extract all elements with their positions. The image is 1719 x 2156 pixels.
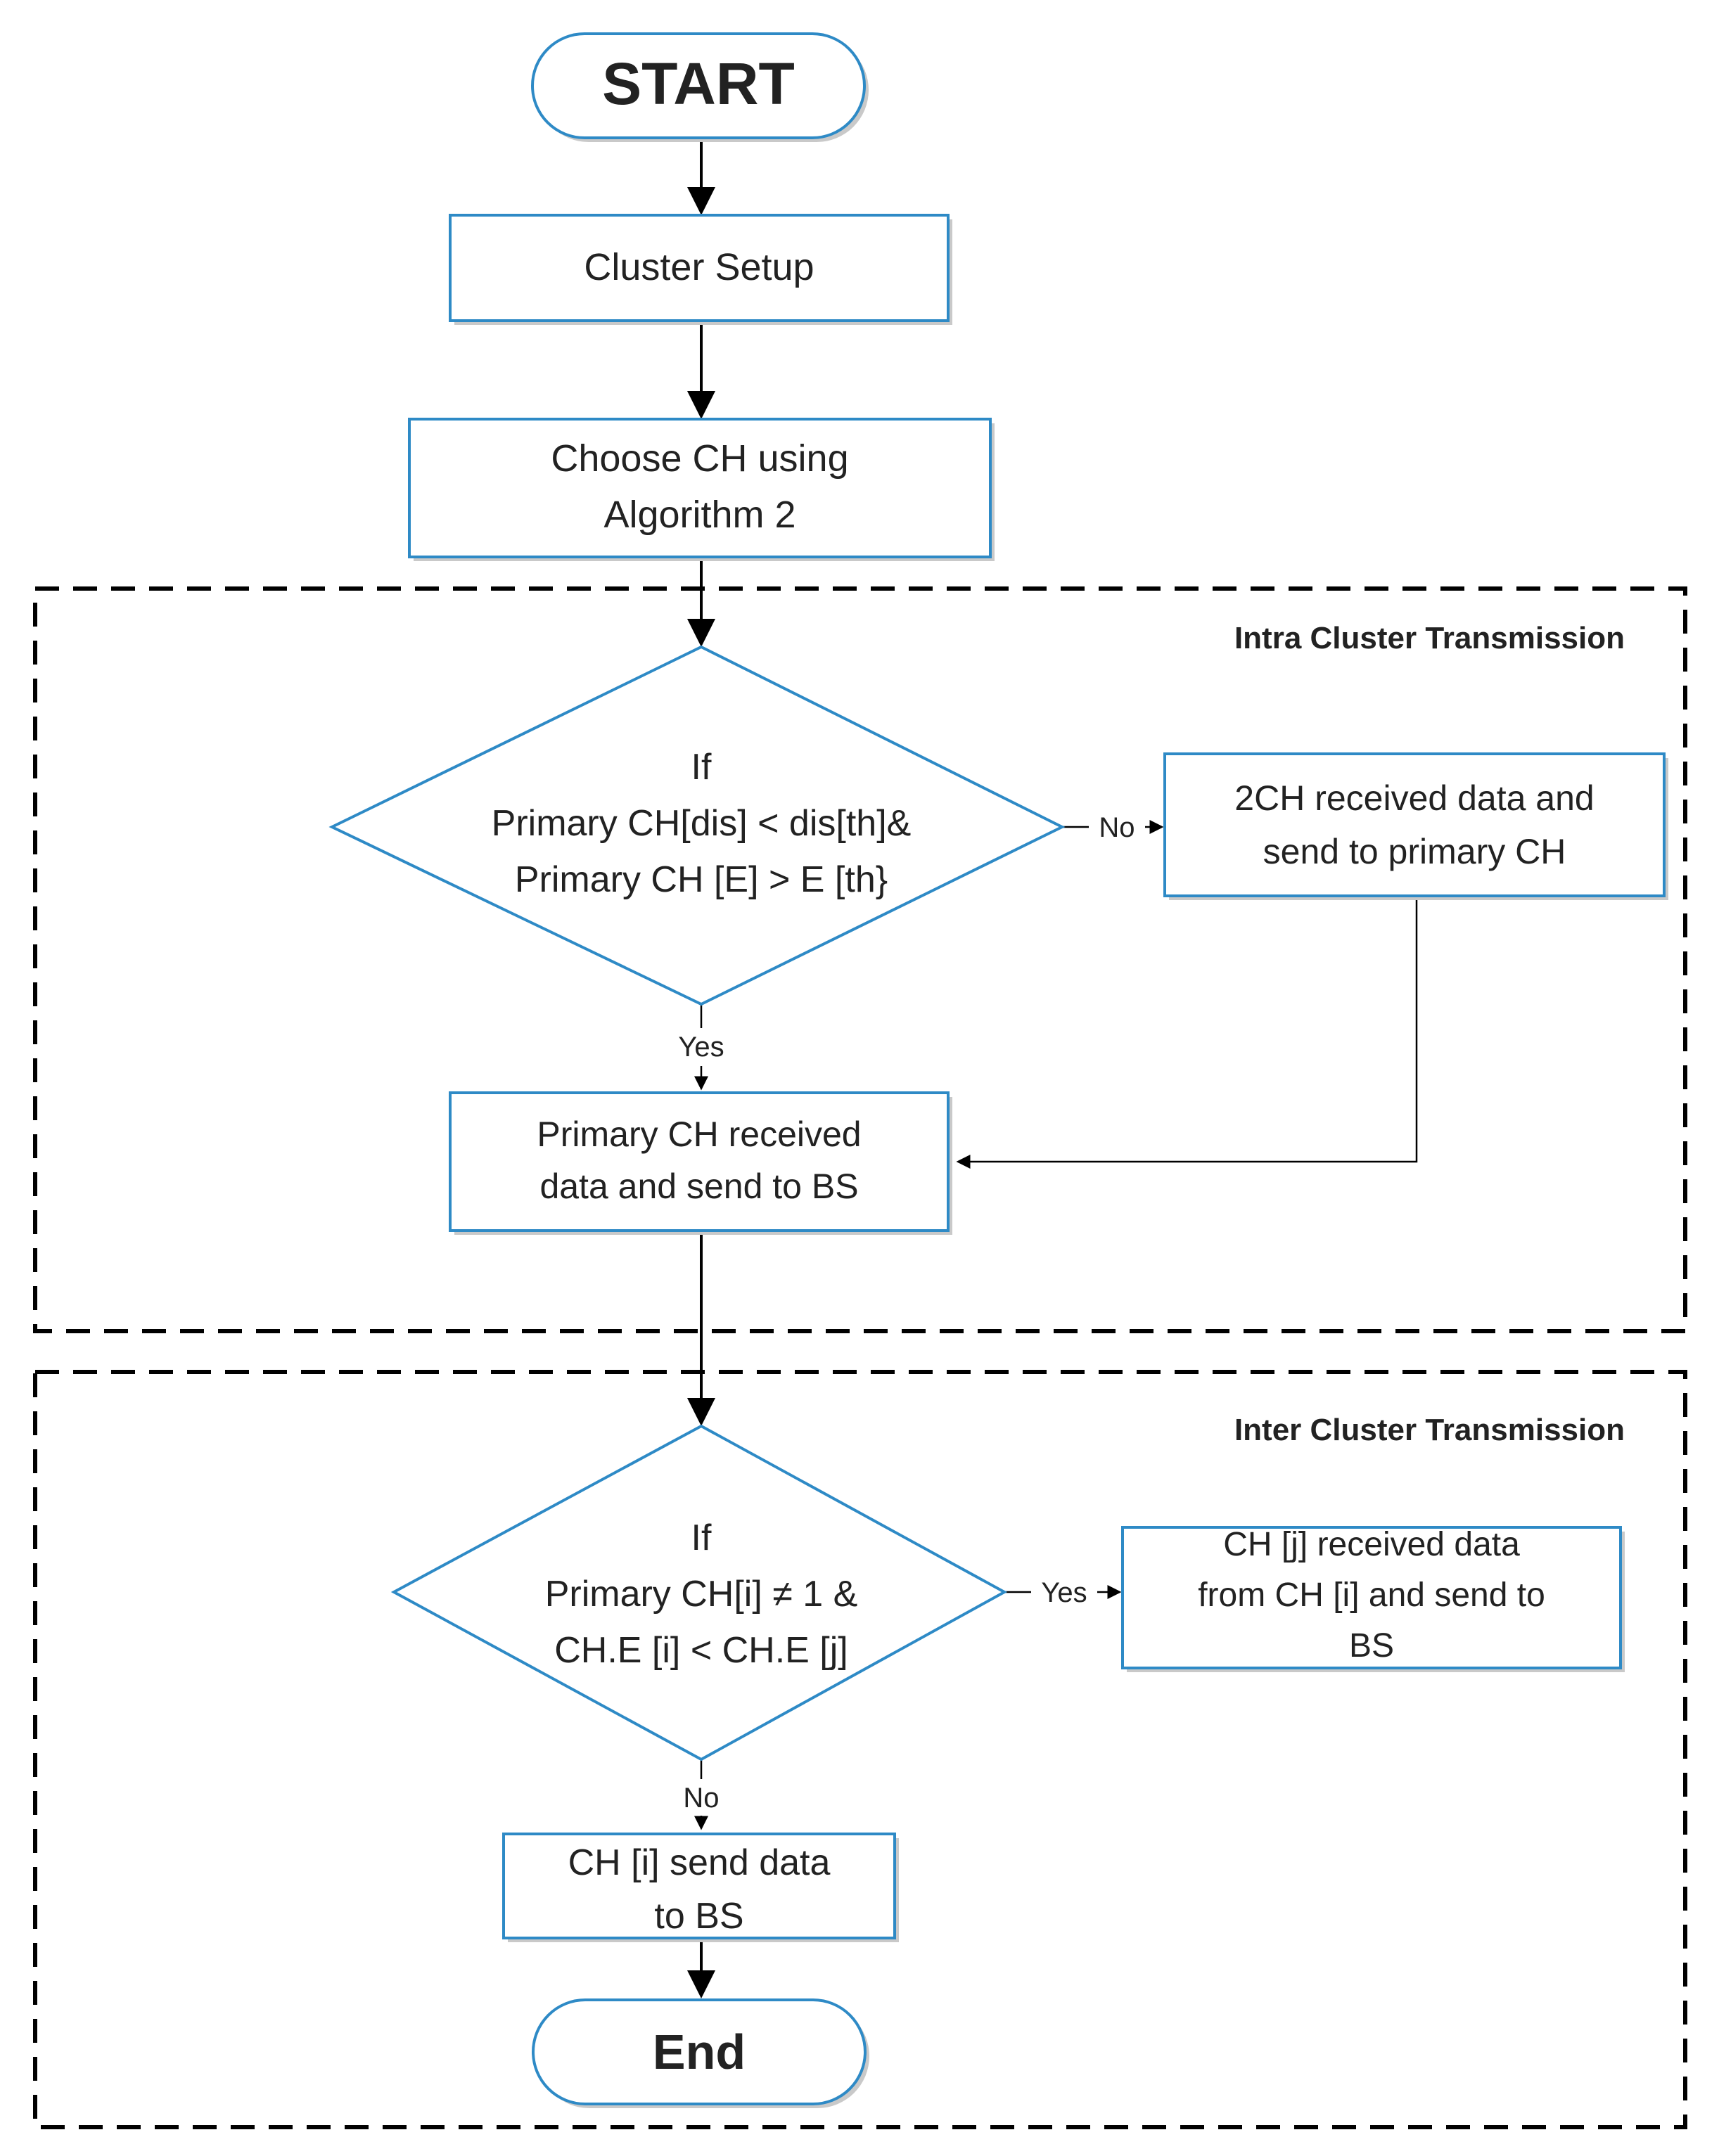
intra-cluster-label: Intra Cluster Transmission — [1234, 621, 1625, 655]
second-ch-line-1: 2CH received data and — [1234, 778, 1594, 818]
choose-ch-line-1: Choose CH using — [551, 437, 848, 480]
start-label: START — [602, 51, 795, 117]
decision-2-line-1: If — [691, 1517, 712, 1558]
primary-ch-received-box: Primary CH received data and send to BS — [449, 1091, 952, 1235]
decision1-yes-label: Yes — [678, 1032, 724, 1063]
decision1-no-label: No — [1099, 812, 1135, 843]
primary-received-line-1: Primary CH received — [537, 1115, 861, 1154]
arrow-second-ch-to-primary — [956, 896, 1418, 1169]
chi-send-box: CH [i] send data to BS — [502, 1833, 899, 1942]
cluster-setup-box: Cluster Setup — [449, 214, 952, 325]
decision2-no-label: No — [683, 1783, 719, 1814]
intra-cluster-boundary — [33, 586, 1687, 1333]
connectors — [687, 139, 1418, 1998]
chj-received-line-2: from CH [i] and send to — [1198, 1577, 1545, 1614]
edge-labels: No Yes Yes No — [678, 812, 1135, 1814]
intra-cluster-region: Intra Cluster Transmission — [33, 586, 1687, 1333]
decision-1-diamond: If Primary CH[dis] < dis[th]& Primary CH… — [328, 645, 1066, 1006]
decision2-yes-label: Yes — [1041, 1577, 1087, 1608]
second-ch-box: 2CH received data and send to primary CH — [1163, 752, 1668, 900]
decision-1-line-2: Primary CH[dis] < dis[th]& — [492, 803, 912, 844]
primary-received-line-2: data and send to BS — [539, 1167, 858, 1206]
second-ch-line-2: send to primary CH — [1263, 832, 1566, 871]
chj-received-line-1: CH [j] received data — [1223, 1526, 1520, 1563]
end-label: End — [653, 2025, 746, 2079]
decision-2-diamond: If Primary CH[i] ≠ 1 & CH.E [i] < CH.E [… — [390, 1424, 1008, 1762]
choose-ch-box: Choose CH using Algorithm 2 — [408, 418, 995, 561]
choose-ch-line-2: Algorithm 2 — [603, 494, 795, 536]
chi-send-line-1: CH [i] send data — [568, 1842, 831, 1883]
inter-cluster-label: Inter Cluster Transmission — [1234, 1413, 1625, 1447]
end-terminal: End — [532, 1998, 869, 2108]
start-terminal: START — [531, 32, 869, 142]
chj-received-line-3: BS — [1349, 1627, 1394, 1664]
decision-1-line-1: If — [691, 747, 712, 788]
inter-cluster-boundary — [33, 1370, 1687, 2129]
decision-2-line-2: Primary CH[i] ≠ 1 & — [545, 1574, 858, 1615]
inter-cluster-region: Inter Cluster Transmission — [33, 1370, 1687, 2129]
cluster-setup-label: Cluster Setup — [584, 246, 814, 288]
decision-1-line-3: Primary CH [E] > E [th} — [515, 859, 888, 900]
chj-received-box: CH [j] received data from CH [i] and sen… — [1121, 1526, 1625, 1672]
chi-send-line-2: to BS — [654, 1896, 743, 1937]
decision-2-line-3: CH.E [i] < CH.E [j] — [554, 1630, 848, 1671]
